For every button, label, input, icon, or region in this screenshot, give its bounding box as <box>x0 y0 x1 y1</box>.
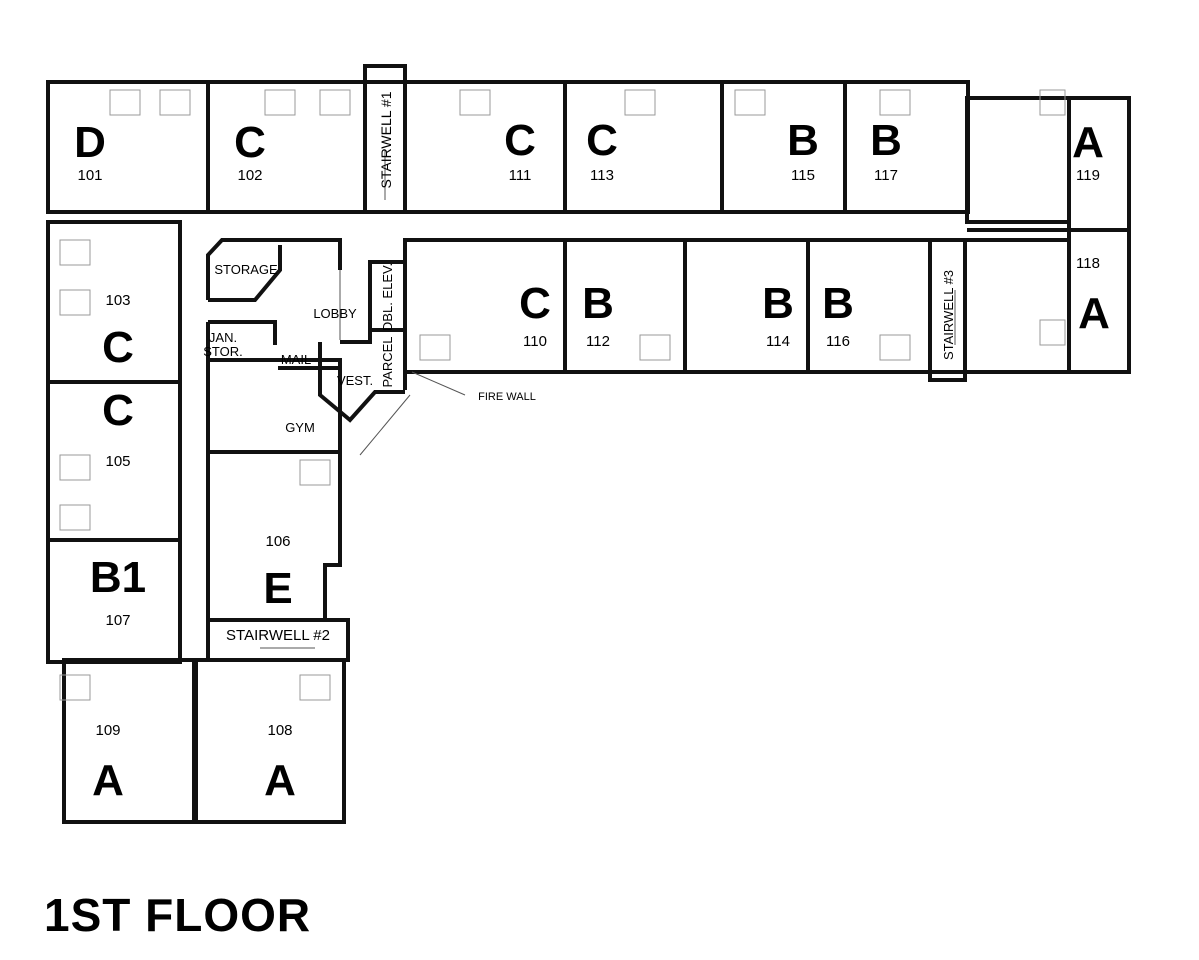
unit-number: 113 <box>590 167 614 184</box>
unit-type: B <box>870 116 902 165</box>
walls <box>46 64 1131 824</box>
unit-115: B 115 <box>787 116 819 184</box>
mail-label: MAIL <box>281 352 311 367</box>
unit-type: B <box>762 279 794 328</box>
unit-number: 116 <box>826 333 850 350</box>
unit-number: 118 <box>1076 255 1100 272</box>
unit-number: 112 <box>586 333 610 350</box>
unit-number: 102 <box>237 167 262 184</box>
unit-109: A 109 <box>92 722 124 805</box>
unit-number: 114 <box>766 333 790 350</box>
unit-number: 105 <box>105 453 130 470</box>
floor-title: 1ST FLOOR <box>44 889 312 941</box>
janitor-label-2: STOR. <box>203 344 243 359</box>
unit-number: 108 <box>267 722 292 739</box>
unit-113: C 113 <box>586 116 618 184</box>
unit-type: A <box>92 756 124 805</box>
unit-118: A 118 <box>1076 255 1110 338</box>
unit-type: B <box>822 279 854 328</box>
unit-type: C <box>519 279 551 328</box>
unit-number: 117 <box>874 167 898 184</box>
gym-label: GYM <box>285 420 315 435</box>
unit-type: C <box>504 116 536 165</box>
unit-number: 110 <box>523 333 547 350</box>
unit-108: A 108 <box>264 722 296 805</box>
unit-110: C 110 <box>519 279 551 350</box>
parcel-label: PARCEL <box>380 336 395 387</box>
stairwell-3-label: STAIRWELL #3 <box>941 270 956 360</box>
unit-number: 119 <box>1076 167 1100 184</box>
unit-106: E 106 <box>263 533 292 613</box>
unit-114: B 114 <box>762 279 794 350</box>
unit-number: 109 <box>95 722 120 739</box>
unit-type: E <box>263 564 292 613</box>
unit-type: C <box>102 323 134 372</box>
unit-type: D <box>74 118 106 167</box>
storage-label: STORAGE <box>214 262 278 277</box>
unit-type: A <box>1078 289 1110 338</box>
lobby-label: LOBBY <box>313 306 357 321</box>
vestibule-label: VEST. <box>337 373 373 388</box>
unit-type: C <box>102 386 134 435</box>
unit-type: C <box>234 118 266 167</box>
fire-wall-label: FIRE WALL <box>478 391 536 403</box>
unit-number: 103 <box>105 292 130 309</box>
unit-105: C 105 <box>102 386 134 470</box>
unit-type: B <box>582 279 614 328</box>
elevator-label: DBL. ELEV. <box>380 263 395 331</box>
room-labels: STAIRWELL #1 STAIRWELL #2 STAIRWELL #3 S… <box>203 91 956 644</box>
unit-116: B 116 <box>822 279 854 350</box>
unit-107: B1 107 <box>90 553 146 629</box>
unit-number: 107 <box>105 612 130 629</box>
janitor-label-1: JAN. <box>209 330 237 345</box>
unit-type: B1 <box>90 553 146 602</box>
unit-112: B 112 <box>582 279 614 350</box>
unit-117: B 117 <box>870 116 902 184</box>
unit-type: A <box>1072 118 1104 167</box>
unit-type: B <box>787 116 819 165</box>
stairwell-1-label: STAIRWELL #1 <box>378 91 394 188</box>
unit-type: C <box>586 116 618 165</box>
unit-number: 106 <box>265 533 290 550</box>
unit-111: C 111 <box>504 116 536 184</box>
unit-type: A <box>264 756 296 805</box>
unit-number: 115 <box>791 167 815 184</box>
unit-number: 111 <box>509 167 532 184</box>
stairwell-2-label: STAIRWELL #2 <box>226 627 330 644</box>
unit-103: C 103 <box>102 292 134 372</box>
unit-number: 101 <box>77 167 102 184</box>
